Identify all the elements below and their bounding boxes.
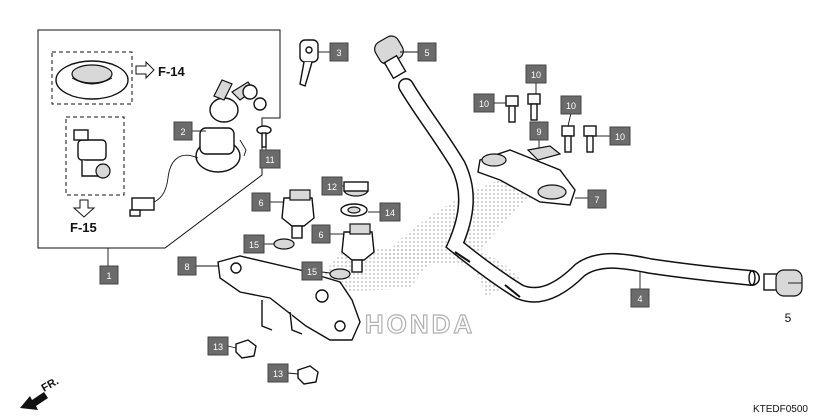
callout-14-label: 14 — [385, 208, 395, 218]
callout-9-label: 9 — [536, 127, 541, 137]
callout-10-d-label: 10 — [615, 132, 625, 142]
callout-10-c-label: 10 — [566, 101, 576, 111]
washer-ring-drawing — [340, 203, 368, 217]
callout-15-b-label: 15 — [307, 267, 317, 277]
callout-8-label: 8 — [184, 262, 189, 272]
holder-upper-drawing — [281, 189, 315, 239]
key-drawing — [299, 39, 319, 87]
callout-2[interactable]: 2 — [173, 121, 193, 141]
bar-end-right-drawing — [763, 269, 803, 297]
callout-6-lower-label: 6 — [318, 230, 323, 240]
bar-end-left-drawing — [374, 35, 407, 80]
callout-6-upper[interactable]: 6 — [251, 192, 271, 212]
holder-lower-drawing — [341, 223, 375, 273]
callout-13-b-label: 13 — [273, 369, 283, 379]
callout-7[interactable]: 7 — [587, 189, 607, 209]
callout-3[interactable]: 3 — [329, 42, 349, 62]
callout-10-a-label: 10 — [479, 99, 489, 109]
f14-arrow — [135, 60, 155, 80]
callout-6-upper-label: 6 — [258, 198, 263, 208]
leader-lines — [192, 51, 802, 375]
lower-plate-drawing — [217, 255, 361, 341]
upper-holder-drawing — [477, 149, 576, 206]
fuel-cap-drawing — [55, 60, 129, 100]
nuts-drawing — [235, 339, 319, 385]
callout-4[interactable]: 4 — [630, 288, 650, 308]
callout-4-label: 4 — [637, 294, 642, 304]
callout-3-label: 3 — [336, 48, 341, 58]
ignition-switch-drawing — [129, 79, 267, 217]
callout-12-label: 12 — [327, 182, 337, 192]
callout-5[interactable]: 5 — [417, 42, 437, 62]
callout-15-a[interactable]: 15 — [243, 234, 265, 254]
front-arrow-icon — [20, 392, 48, 410]
callout-5-label: 5 — [424, 48, 429, 58]
callout-12[interactable]: 12 — [321, 176, 343, 196]
callout-6-lower[interactable]: 6 — [311, 224, 331, 244]
callout-15-b[interactable]: 15 — [301, 261, 323, 281]
washer-plate-drawing — [526, 145, 562, 161]
diagram-code: KTEDF0500 — [753, 404, 808, 415]
callout-8[interactable]: 8 — [177, 256, 197, 276]
cap-drawing — [343, 181, 369, 197]
callout-10-c[interactable]: 10 — [560, 95, 582, 115]
callout-10-b-label: 10 — [531, 70, 541, 80]
callout-13-a-label: 13 — [213, 342, 223, 352]
handlebar-drawing — [398, 78, 760, 303]
callout-15-a-label: 15 — [249, 240, 259, 250]
ref-f15-label[interactable]: F-15 — [70, 220, 97, 235]
front-marker-label: FR. — [40, 375, 61, 394]
callout-9[interactable]: 9 — [529, 121, 549, 141]
part-5-label: 5 — [785, 311, 792, 325]
callout-1[interactable]: 1 — [99, 265, 119, 285]
callout-10-b[interactable]: 10 — [525, 64, 547, 84]
ref-f14-label[interactable]: F-14 — [158, 64, 186, 79]
callout-7-label: 7 — [594, 195, 599, 205]
callout-14[interactable]: 14 — [379, 202, 401, 222]
honda-watermark: HONDA — [365, 309, 475, 339]
callout-13-a[interactable]: 13 — [207, 336, 229, 356]
callout-13-b[interactable]: 13 — [267, 363, 289, 383]
seat-lock-drawing — [73, 129, 111, 179]
f15-arrow — [72, 199, 96, 218]
callout-2-label: 2 — [180, 127, 185, 137]
callout-11[interactable]: 11 — [259, 149, 281, 169]
callout-1-label: 1 — [106, 271, 111, 281]
callout-11-label: 11 — [265, 155, 274, 165]
screw-drawing — [256, 125, 272, 152]
callout-10-d[interactable]: 10 — [609, 126, 631, 146]
bolts-drawing — [505, 93, 597, 153]
callout-10-a[interactable]: 10 — [473, 93, 495, 113]
